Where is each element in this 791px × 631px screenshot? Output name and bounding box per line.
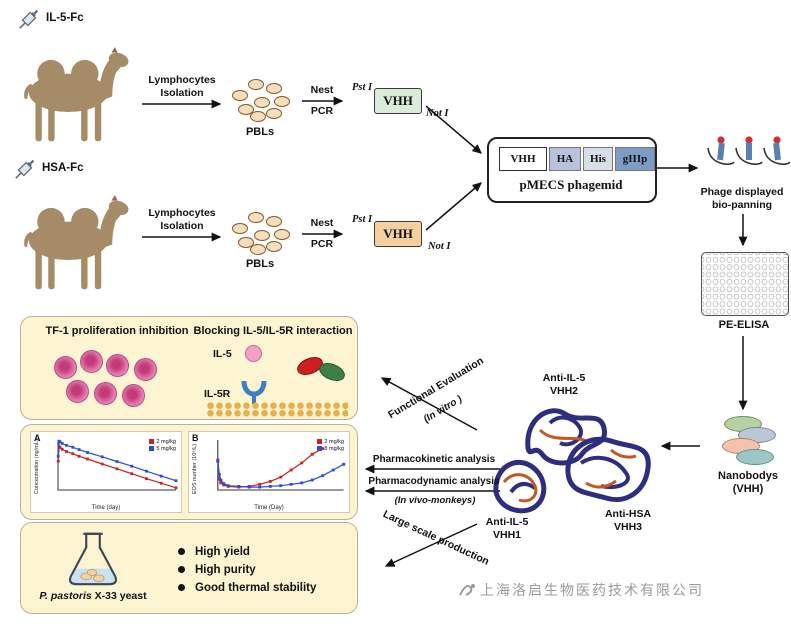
pk-chart — [56, 439, 178, 491]
legend-entry: 8 mg/kg — [324, 446, 344, 452]
step-label-lymphocytes-1: Lymphocytes — [148, 74, 216, 86]
segment-vhh: VHH — [499, 147, 547, 171]
vhh3-label-1: Anti-HSA — [604, 508, 652, 520]
vhh2-label-2: VHH2 — [549, 385, 578, 397]
biopanning-label-1: Phage displayed — [700, 186, 784, 198]
segment-his: His — [583, 147, 613, 171]
not-site-label-2: Not I — [428, 241, 451, 252]
nanobodys-label-2: (VHH) — [732, 483, 764, 495]
logo-icon — [459, 584, 475, 596]
pk-ylabel: Concentration (ng/mL) — [34, 439, 40, 494]
phagemid-segments: VHH HA His gIIIp — [499, 147, 655, 171]
il5r-label: IL-5R — [204, 388, 231, 400]
bullet-high-yield: High yield — [178, 546, 348, 558]
flask-icon — [68, 532, 118, 586]
biopanning-wells-icon — [707, 136, 790, 165]
bullet-high-purity: High purity — [178, 564, 348, 576]
chart-letter-b: B — [192, 433, 199, 443]
pd-chart — [216, 440, 346, 491]
pd-legend: 2 mg/kg 8 mg/kg — [317, 439, 344, 453]
vhh2-label-1: Anti-IL-5 — [542, 372, 586, 384]
company-watermark: 上海洛启生物医药技术有限公司 — [480, 582, 704, 598]
phagemid-title: pMECS phagemid — [519, 177, 623, 192]
camel-icon — [8, 32, 136, 150]
pd-chart-card: B 2 mg/kg 8 mg/kg EOS number (10⁹/L) Tim… — [188, 431, 350, 513]
vhh1-label-2: VHH1 — [492, 529, 521, 541]
bullet-dot — [178, 548, 185, 555]
segment-ha: HA — [549, 147, 581, 171]
step-label-isolation-1: Isolation — [160, 87, 204, 99]
syringe-icon — [12, 156, 38, 182]
step-label-lymphocytes-2: Lymphocytes — [148, 207, 216, 219]
well-plate-icon — [701, 252, 789, 316]
nanobody-dimer-icon — [297, 357, 345, 381]
legend-entry: 2 mg/kg — [156, 439, 176, 445]
yeast-species: P. pastoris — [39, 590, 92, 602]
segment-giiip: gIIIp — [615, 147, 655, 171]
pbl-cells-icon — [228, 209, 292, 255]
bullet-text: High yield — [195, 546, 250, 558]
pk-chart-card: A 2 mg/kg 5 mg/kg Concentration (ng/mL) … — [30, 431, 182, 513]
pk-xlabel: Time (day) — [91, 505, 121, 511]
pbls-label-2: PBLs — [245, 258, 275, 270]
bullet-dot — [178, 584, 185, 591]
membrane-icon — [206, 402, 348, 417]
syringe-icon — [16, 6, 42, 32]
nanobody-ovals-icon — [716, 414, 786, 466]
protein-ribbon-icon-vhh1 — [493, 459, 547, 514]
pk-legend: 2 mg/kg 5 mg/kg — [149, 439, 176, 453]
pbl-cells-icon — [228, 76, 292, 122]
vhh1-label-1: Anti-IL-5 — [485, 516, 529, 528]
yeast-strain: X-33 yeast — [91, 590, 147, 602]
tf1-cells-icon — [46, 348, 176, 410]
pcr-label-1: PCR — [310, 105, 334, 117]
yeast-label: P. pastoris X-33 yeast — [34, 590, 152, 602]
il5-label: IL-5 — [213, 348, 232, 360]
phagemid-box: VHH HA His gIIIp pMECS phagemid — [487, 137, 657, 203]
bullet-text: High purity — [195, 564, 256, 576]
elisa-label: PE-ELISA — [718, 319, 770, 331]
antigen-label-il5fc: IL-5-Fc — [46, 12, 84, 24]
not-site-label-1: Not I — [426, 108, 449, 119]
bullet-dot — [178, 566, 185, 573]
legend-entry: 5 mg/kg — [156, 446, 176, 452]
chart-letter-a: A — [34, 433, 41, 443]
pst-site-label-1: Pst I — [352, 82, 373, 93]
vhh3-label-2: VHH3 — [613, 521, 642, 533]
bullet-thermal-stability: Good thermal stability — [178, 582, 348, 594]
bullet-text: Good thermal stability — [195, 582, 317, 594]
pharmacodynamic-label: Pharmacodynamic analysis — [368, 476, 500, 487]
pd-ylabel: EOS number (10⁹/L) — [192, 443, 198, 494]
pharmacokinetic-label: Pharmacokinetic analysis — [372, 454, 496, 465]
in-vivo-monkeys-label: (In vivo-monkeys) — [394, 495, 476, 506]
protein-ribbon-icon-vhh3 — [565, 436, 651, 502]
nanobodys-label-1: Nanobodys — [718, 470, 778, 482]
nest-label-2: Nest — [310, 217, 334, 229]
vhh-gene-box-hsa: VHH — [374, 221, 422, 247]
pcr-label-2: PCR — [310, 238, 334, 250]
nest-label-1: Nest — [310, 84, 334, 96]
biopanning-label-2: bio-panning — [711, 199, 773, 211]
legend-entry: 2 mg/kg — [324, 439, 344, 445]
pbls-label-1: PBLs — [245, 126, 275, 138]
vhh-gene-box-il5: VHH — [374, 88, 422, 114]
camel-icon — [8, 180, 136, 298]
blocking-title: Blocking IL-5/IL-5R interaction — [193, 325, 353, 337]
il5-receptor-icon — [241, 380, 267, 404]
pd-xlabel: Time (Day) — [254, 505, 284, 511]
il5-ligand-icon — [245, 345, 262, 362]
step-label-isolation-2: Isolation — [160, 220, 204, 232]
pst-site-label-2: Pst I — [352, 214, 373, 225]
tf1-title: TF-1 proliferation inhibition — [45, 325, 189, 337]
antigen-label-hsafc: HSA-Fc — [42, 162, 84, 174]
